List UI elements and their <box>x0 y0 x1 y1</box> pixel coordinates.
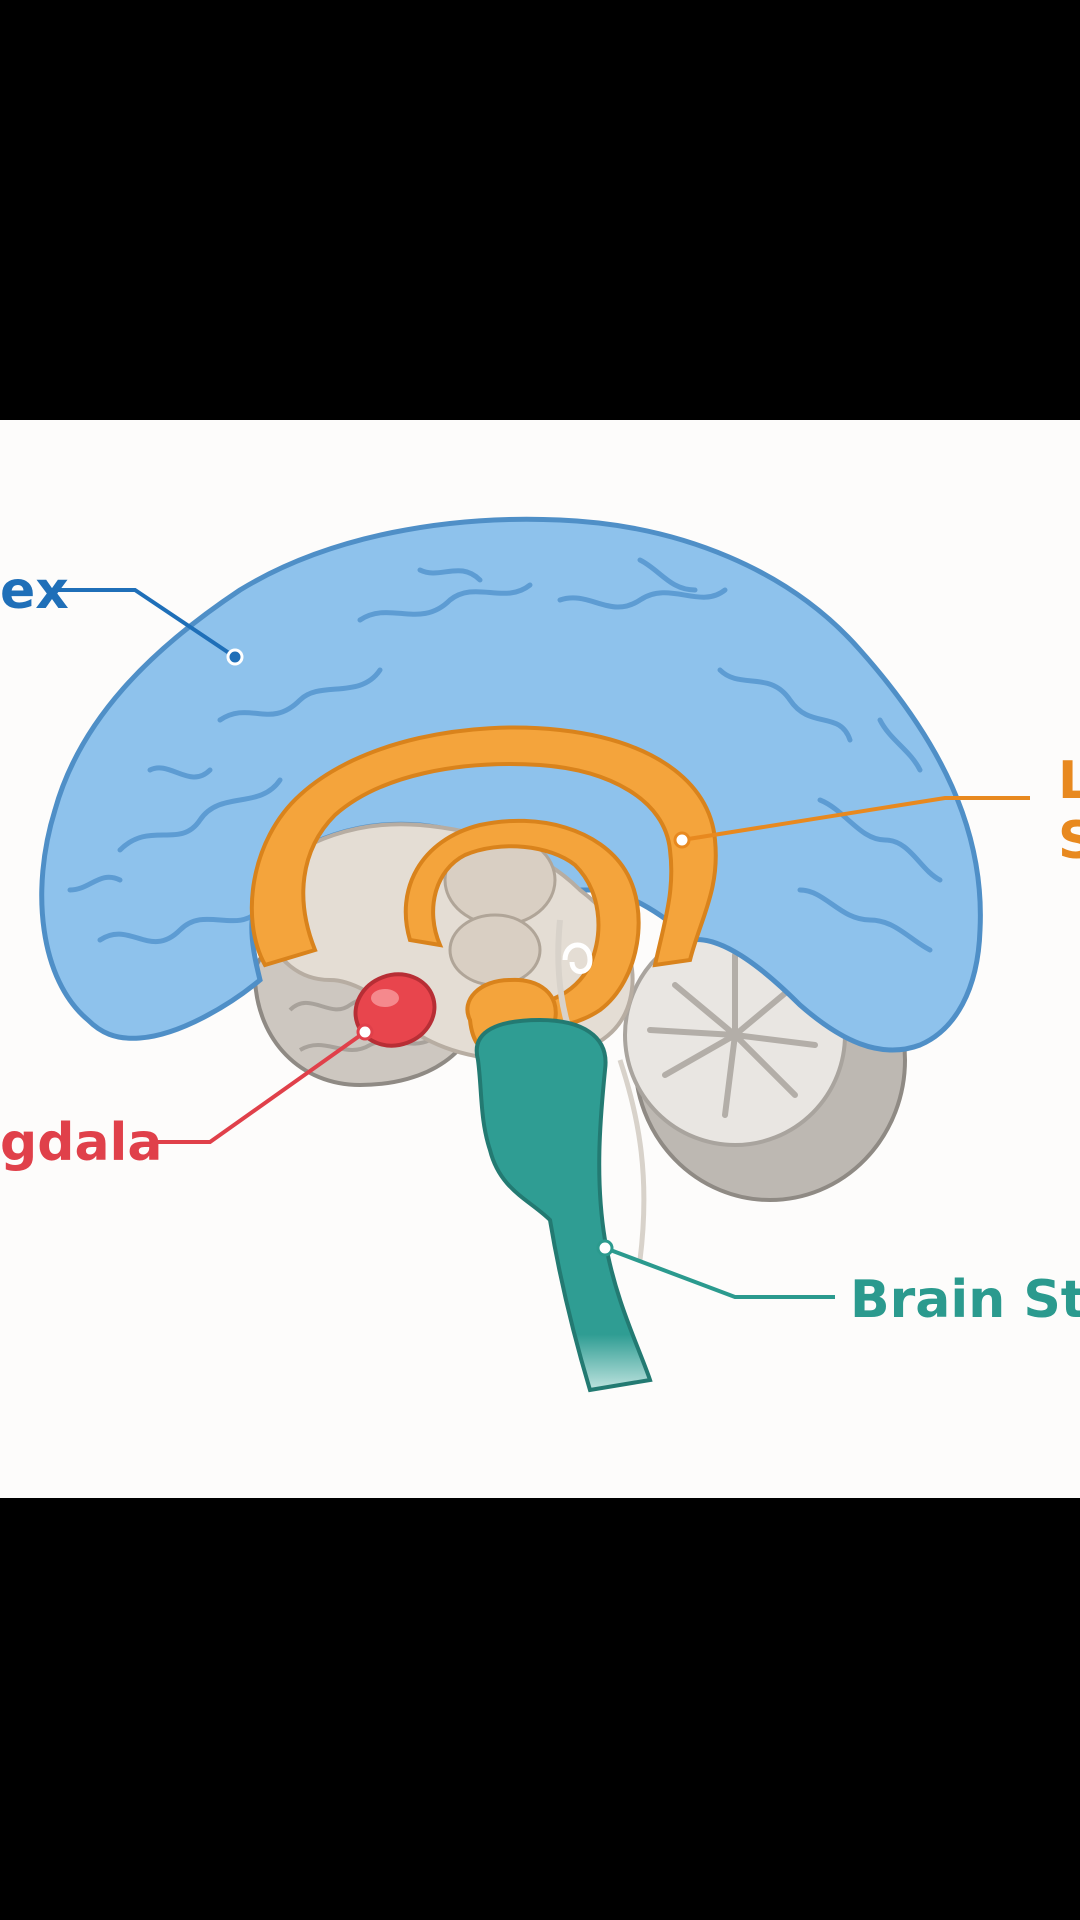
brainstem-label: Brain Ste <box>850 1270 1080 1330</box>
brainstem-leader-line <box>604 1246 835 1299</box>
limbic-leader-line <box>681 796 1030 842</box>
amygdala-label: gdala <box>0 1113 162 1173</box>
cortex-label: ex <box>0 561 69 621</box>
limbic-label-line2: S <box>1058 811 1080 871</box>
leader-lines <box>55 588 1030 1299</box>
amygdala-leader-line <box>155 1030 367 1144</box>
limbic-label-line1: L <box>1058 751 1080 811</box>
cortex-leader-line <box>55 588 237 659</box>
amygdala <box>353 972 437 1048</box>
brain-diagram: ex L S gdala Brain Ste <box>0 516 1080 1393</box>
diagram-panel: ex L S gdala Brain Ste <box>0 420 1080 1498</box>
brain-stem <box>474 1017 653 1393</box>
